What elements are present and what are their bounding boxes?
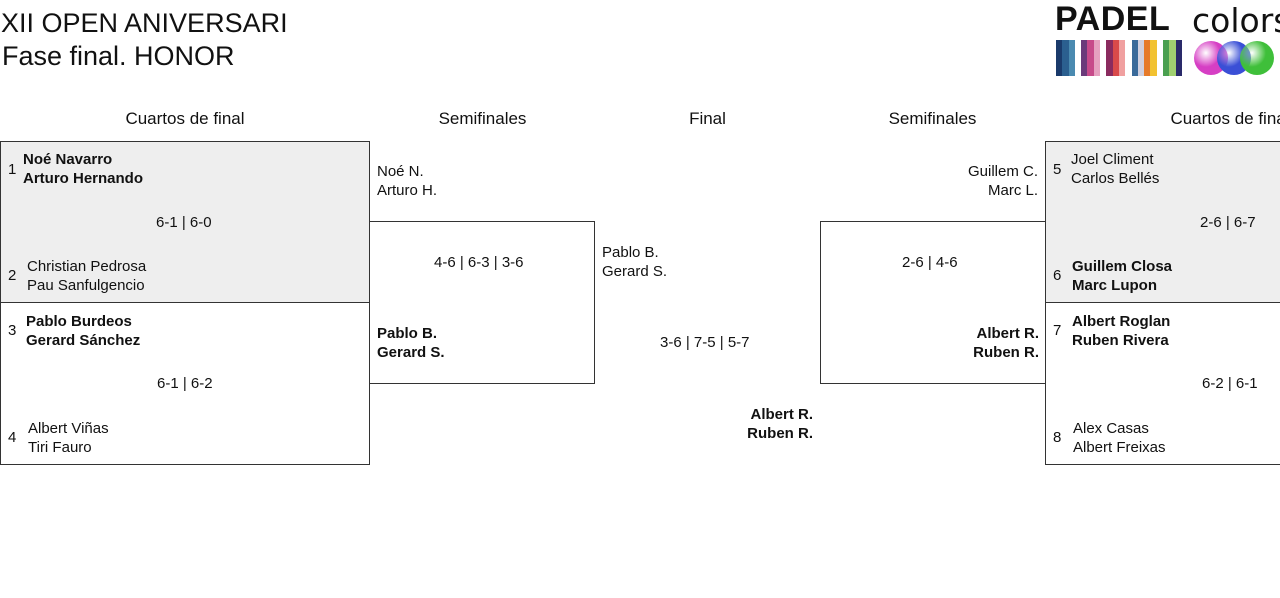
- seed-number: 7: [1053, 322, 1062, 339]
- header-final: Final: [689, 109, 726, 128]
- page-subtitle: Fase final. HONOR: [2, 41, 235, 71]
- logo-stripe: [1144, 40, 1151, 76]
- header-left-semis: Semifinales: [438, 109, 527, 128]
- team-b-player-1: Albert Viñas: [28, 420, 109, 437]
- seed-number: 3: [8, 322, 17, 339]
- seed-number: 2: [8, 267, 17, 284]
- team-b-player-1: Christian Pedrosa: [27, 258, 147, 275]
- right-qf1-match: 5 Joel Climent Carlos Bellés 2-6 | 6-7 6…: [1045, 141, 1280, 303]
- match-score: 2-6 | 6-7: [1200, 214, 1256, 231]
- page-title: XII OPEN ANIVERSARI: [1, 8, 288, 38]
- match-score: 6-1 | 6-0: [156, 214, 212, 231]
- seed-number: 6: [1053, 267, 1062, 284]
- logo-stripe: [1118, 40, 1126, 76]
- team-b-player-1: Alex Casas: [1073, 420, 1149, 437]
- team-a-player-2: Carlos Bellés: [1071, 170, 1160, 187]
- logo-stripe: [1125, 40, 1132, 76]
- right-sf-team-a-player-2: Marc L.: [987, 182, 1038, 199]
- logo-stripe: [1074, 40, 1082, 76]
- team-b-player-2: Tiri Fauro: [28, 439, 92, 456]
- logo-stripe: [1163, 40, 1170, 76]
- final-team-b-player-1: Albert R.: [750, 406, 813, 423]
- logo-stripe: [1100, 40, 1107, 76]
- logo-word-padel: PADEL: [1055, 0, 1171, 38]
- final-team-b-player-2: Ruben R.: [747, 425, 813, 442]
- match-score: 4-6 | 6-3 | 3-6: [434, 254, 524, 271]
- logo-stripe: [1169, 40, 1176, 76]
- final-score: 3-6 | 7-5 | 5-7: [660, 334, 750, 351]
- header-right-semis: Semifinales: [888, 109, 977, 128]
- match-score: 6-2 | 6-1: [1202, 375, 1258, 392]
- team-a-player-2: Arturo Hernando: [23, 170, 143, 187]
- team-a-player-1: Albert Roglan: [1072, 313, 1171, 330]
- team-a-player-1: Pablo Burdeos: [26, 313, 132, 330]
- logo-stripe: [1131, 40, 1138, 76]
- seed-number: 1: [8, 161, 17, 178]
- logo-stripe: [1068, 40, 1075, 76]
- logo-word-colors: colors: [1192, 1, 1280, 40]
- team-a-player-1: Noé Navarro: [23, 151, 113, 168]
- right-sf-match: 2-6 | 4-6 Albert R. Ruben R.: [820, 221, 1046, 384]
- team-b-player-2: Albert Freixas: [1073, 439, 1166, 456]
- header-right-quarters: Cuartos de final: [1170, 109, 1280, 128]
- left-sf-team-a-player-1: Noé N.: [377, 163, 424, 180]
- logo-stripe: [1156, 40, 1164, 76]
- logo-stripe: [1137, 40, 1145, 76]
- team-a-player-2: Gerard Sánchez: [26, 332, 141, 349]
- team-b-player-1: Pablo B.: [377, 325, 438, 342]
- logo-stripe: [1112, 40, 1119, 76]
- team-a-player-1: Joel Climent: [1071, 151, 1154, 168]
- team-b-player-2: Ruben R.: [973, 344, 1039, 361]
- logo-stripe: [1062, 40, 1069, 76]
- team-b-player-1: Albert R.: [976, 325, 1039, 342]
- logo-stripe: [1081, 40, 1088, 76]
- logo-stripe: [1175, 40, 1182, 76]
- left-sf-match: 4-6 | 6-3 | 3-6 Pablo B. Gerard S.: [369, 221, 595, 384]
- match-score: 6-1 | 6-2: [157, 375, 213, 392]
- team-b-player-2: Marc Lupon: [1072, 277, 1157, 294]
- header-left-quarters: Cuartos de final: [125, 109, 245, 128]
- logo-stripe: [1106, 40, 1113, 76]
- right-sf-team-a-player-1: Guillem C.: [967, 163, 1038, 180]
- left-qf1-match: 1 Noé Navarro Arturo Hernando 6-1 | 6-0 …: [0, 141, 370, 303]
- final-team-a-player-2: Gerard S.: [602, 263, 668, 280]
- logo-stripe: [1087, 40, 1094, 76]
- team-b-player-2: Pau Sanfulgencio: [27, 277, 145, 294]
- left-qf2-match: 3 Pablo Burdeos Gerard Sánchez 6-1 | 6-2…: [0, 302, 370, 465]
- seed-number: 5: [1053, 161, 1062, 178]
- green-ball-icon: [1240, 41, 1274, 75]
- logo-stripe: [1150, 40, 1157, 76]
- seed-number: 8: [1053, 429, 1062, 446]
- final-team-a-player-1: Pablo B.: [602, 244, 659, 261]
- seed-number: 4: [8, 429, 17, 446]
- team-b-player-2: Gerard S.: [377, 344, 445, 361]
- logo-stripe: [1093, 40, 1101, 76]
- team-a-player-2: Ruben Rivera: [1072, 332, 1169, 349]
- logo-stripes: [1056, 40, 1182, 76]
- match-score: 2-6 | 4-6: [902, 254, 958, 271]
- team-b-player-1: Guillem Closa: [1072, 258, 1173, 275]
- left-sf-team-a-player-2: Arturo H.: [377, 182, 438, 199]
- logo-stripe: [1056, 40, 1063, 76]
- right-qf2-match: 7 Albert Roglan Ruben Rivera 6-2 | 6-1 8…: [1045, 302, 1280, 465]
